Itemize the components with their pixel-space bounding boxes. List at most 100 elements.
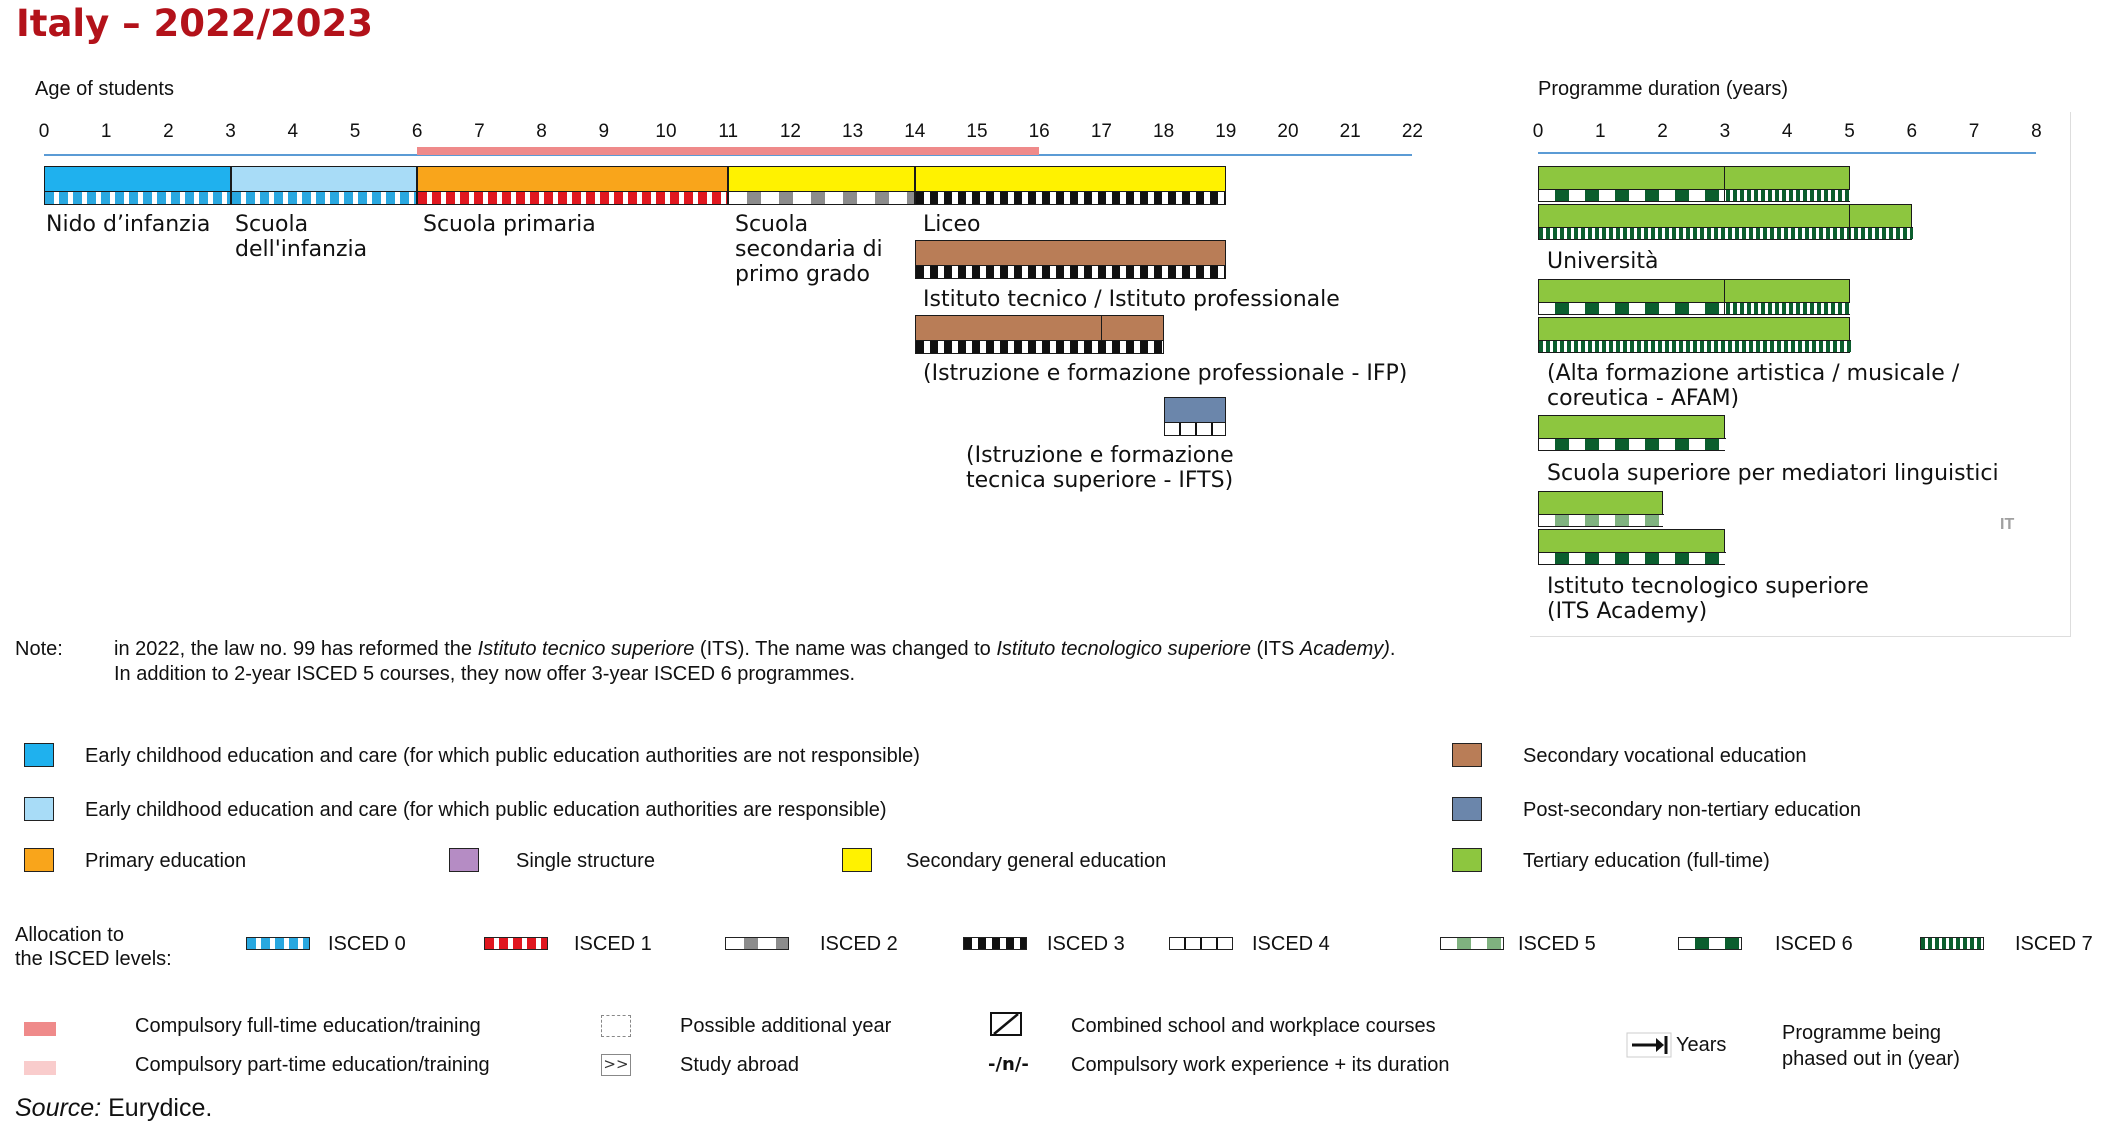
duration-tick-label: 1 <box>1595 121 1606 142</box>
bar-isced-stripe <box>915 265 1225 278</box>
bar-isced-stripe <box>418 191 728 204</box>
programme-label-ifts: (Istruzione e formazione tecnica superio… <box>966 443 1234 493</box>
additional-year-icon <box>601 1015 631 1037</box>
years-text: Years <box>1676 1034 1727 1056</box>
bar-isced-stripe <box>1539 340 1851 352</box>
programme-bar-ifp <box>914 315 1164 354</box>
duration-tick-label: 8 <box>2031 121 2042 142</box>
isced-swatch-3 <box>963 937 1027 950</box>
compulsory-part-text: Compulsory part-time education/training <box>135 1054 490 1076</box>
compulsory-education-band <box>417 147 1040 155</box>
legend-swatch <box>24 848 54 872</box>
compulsory-part-swatch <box>24 1061 56 1075</box>
age-tick-label: 11 <box>718 121 739 142</box>
programme-bar-ifts <box>1163 397 1226 436</box>
age-tick-label: 8 <box>536 121 547 142</box>
duration-axis-line <box>1538 152 2037 154</box>
study-abroad-text: Study abroad <box>680 1054 799 1076</box>
bar-isced-stripe <box>231 191 417 204</box>
age-tick-label: 19 <box>1215 121 1237 142</box>
programme-label-tecnico: Istituto tecnico / Istituto professional… <box>923 287 1340 312</box>
duration-tick-label: 6 <box>1906 121 1918 142</box>
bar-fill <box>1539 318 1849 340</box>
age-tick-label: 18 <box>1153 121 1175 142</box>
isced-swatch-4 <box>1169 937 1233 950</box>
programme-label-secondaria1: Scuola secondaria di primo grado <box>735 212 883 287</box>
combined-courses-text: Combined school and workplace courses <box>1071 1015 1436 1037</box>
age-tick-label: 0 <box>38 121 50 142</box>
age-tick-label: 22 <box>1401 121 1423 142</box>
bar-divider <box>1100 316 1102 340</box>
programme-bar-nido <box>44 166 231 205</box>
isced-swatch-6 <box>1678 937 1742 950</box>
age-tick-label: 6 <box>411 121 423 142</box>
note-line-2: In addition to 2-year ISCED 5 courses, t… <box>114 663 856 685</box>
bar-fill <box>418 167 728 191</box>
bar-isced-stripe <box>1539 438 1726 450</box>
legend-text: Tertiary education (full-time) <box>1523 850 1770 872</box>
tertiary-bar-uni2 <box>1538 204 1913 240</box>
programme-label-infanzia: Scuola dell'infanzia <box>235 212 368 262</box>
compulsory-full-text: Compulsory full-time education/training <box>135 1015 481 1037</box>
bar-isced-stripe <box>1539 552 1726 564</box>
duration-tick-label: 4 <box>1781 121 1793 142</box>
bar-isced-stripe <box>1539 302 1726 314</box>
programme-label-primaria: Scuola primaria <box>423 212 596 237</box>
legend-swatch <box>1452 797 1482 821</box>
isced-swatch-0 <box>246 937 310 950</box>
age-tick-label: 12 <box>779 121 801 142</box>
note-line-1: in 2022, the law no. 99 has reformed the… <box>114 638 1396 660</box>
bar-isced-stripe <box>45 191 230 204</box>
age-tick-label: 20 <box>1277 121 1299 142</box>
duration-tick-label: 5 <box>1844 121 1855 142</box>
compulsory-full-swatch <box>24 1022 56 1036</box>
programme-bar-tecnico <box>914 240 1226 279</box>
age-tick-label: 1 <box>100 121 112 142</box>
bar-fill <box>1539 167 1849 189</box>
age-tick-label: 5 <box>349 121 361 142</box>
isced-swatch-5 <box>1440 937 1504 950</box>
age-tick-label: 2 <box>163 121 174 142</box>
isced-label-0: ISCED 0 <box>328 933 406 955</box>
age-tick-label: 14 <box>904 121 926 142</box>
duration-axis-label: Programme duration (years) <box>1538 78 1789 100</box>
isced-swatch-7 <box>1920 937 1984 950</box>
programme-bar-primaria <box>417 166 729 205</box>
isced-label-3: ISCED 3 <box>1047 933 1125 955</box>
age-tick-label: 9 <box>598 121 610 142</box>
additional-year-text: Possible additional year <box>680 1015 892 1037</box>
isced-label-4: ISCED 4 <box>1252 933 1330 955</box>
bar-isced-stripe <box>1164 422 1225 435</box>
bar-fill <box>45 167 230 191</box>
bar-divider <box>1849 205 1850 239</box>
years-arrow-icon <box>1626 1032 1672 1058</box>
bar-fill <box>1539 416 1724 438</box>
note-label: Note: <box>15 638 63 660</box>
age-axis-line <box>44 154 1413 156</box>
legend-swatch <box>1452 848 1482 872</box>
programme-bar-liceo <box>914 166 1226 205</box>
bar-isced-stripe <box>915 340 1163 353</box>
tertiary-bar-afam2 <box>1538 317 1851 353</box>
age-tick-label: 3 <box>225 121 236 142</box>
bar-isced-stripe <box>1539 189 1726 201</box>
tertiary-panel <box>1530 112 2071 637</box>
bar-fill <box>231 167 417 191</box>
legend-text: Early childhood education and care (for … <box>85 745 920 767</box>
programme-label-nido: Nido d’infanzia <box>46 212 211 237</box>
bar-fill <box>1164 398 1225 422</box>
legend-swatch <box>24 797 54 821</box>
legend-text: Single structure <box>516 850 655 872</box>
legend-text: Secondary vocational education <box>1523 745 1807 767</box>
bar-fill <box>1539 530 1724 552</box>
tertiary-label-uni2: Università <box>1547 249 1659 274</box>
duration-tick-label: 3 <box>1719 121 1731 142</box>
legend-swatch <box>1452 743 1482 767</box>
bar-fill <box>729 167 914 191</box>
tertiary-bar-afam1 <box>1538 279 1851 315</box>
bar-fill <box>1539 280 1849 302</box>
legend-text: Post-secondary non-tertiary education <box>1523 799 1861 821</box>
isced-legend-label: Allocation to the ISCED levels: <box>15 924 172 970</box>
bar-isced-stripe <box>1539 227 1913 239</box>
study-abroad-icon: >> <box>601 1054 631 1076</box>
